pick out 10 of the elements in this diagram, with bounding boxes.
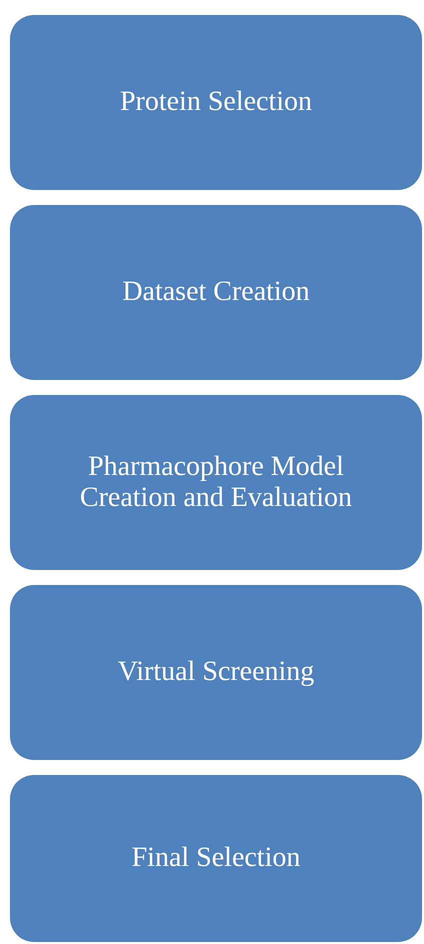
step-label: Protein Selection <box>120 87 312 118</box>
process-box <box>10 585 422 760</box>
process-box <box>10 15 422 190</box>
process-box <box>10 395 422 570</box>
step-label: Pharmacophore Model Creation and Evaluation <box>78 452 354 514</box>
process-box <box>10 205 422 380</box>
step-label: Dataset Creation <box>122 277 310 308</box>
step-label: Final Selection <box>132 843 300 874</box>
step-label: Virtual Screening <box>118 657 314 688</box>
process-box <box>10 775 422 942</box>
